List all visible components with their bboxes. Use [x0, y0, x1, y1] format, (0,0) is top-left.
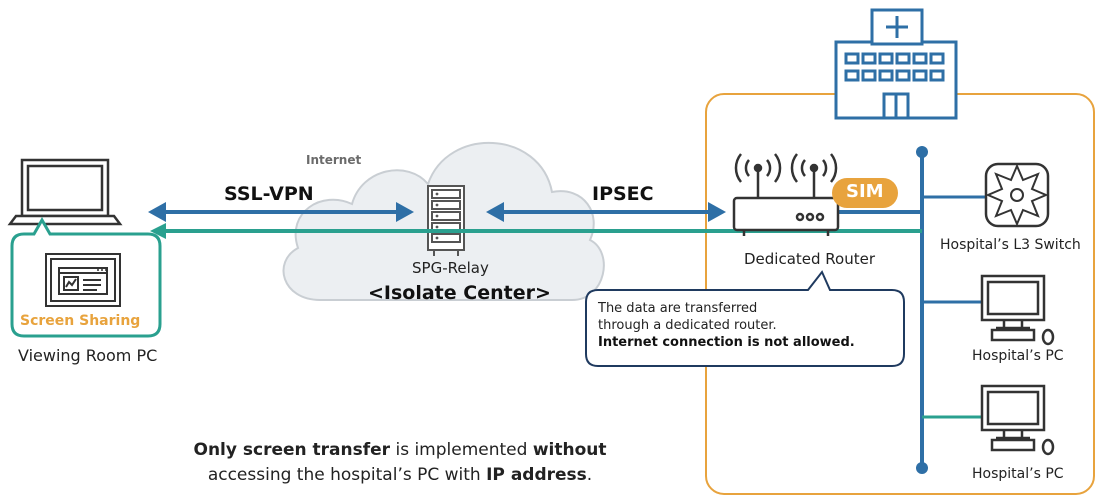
sim-badge: [832, 178, 898, 208]
dedicated-router-label: Dedicated Router: [744, 250, 876, 268]
footer-line2-start: accessing the hospital’s PC with: [207, 465, 487, 485]
ssl-vpn-label: SSL-VPN: [224, 183, 314, 205]
callout-line-3: Internet connection is not allowed.: [598, 335, 855, 350]
callout-text: The data are transferred through a dedic…: [598, 300, 855, 351]
sim-label: SIM: [846, 181, 884, 202]
laptop-icon: [7, 158, 123, 226]
footer-line2-bold: IP address: [486, 465, 587, 485]
viewing-room-pc-label: Viewing Room PC: [18, 346, 158, 365]
footer-line-2: accessing the hospital’s PC with IP addr…: [130, 463, 670, 488]
hospital-pc-1-label: Hospital’s PC: [972, 348, 1064, 364]
footer-note: Only screen transfer is implemented with…: [130, 438, 670, 488]
server-rack-icon: [427, 185, 465, 256]
hospital-pc-2-label: Hospital’s PC: [972, 466, 1064, 482]
callout-line-1: The data are transferred: [598, 301, 758, 316]
router-icon: [732, 153, 840, 236]
screen-sharing-label: Screen Sharing: [20, 313, 141, 329]
ipsec-label: IPSEC: [592, 183, 654, 205]
hospital-building-icon: [834, 8, 958, 120]
l3-switch-label: Hospital’s L3 Switch: [940, 237, 1081, 253]
shared-screen-icon: [45, 253, 121, 307]
hospital-pc-1-icon: [980, 274, 1055, 346]
hospital-pc-2-icon: [980, 384, 1055, 456]
footer-bold-b: without: [532, 440, 607, 460]
callout-line-2: through a dedicated router.: [598, 318, 777, 333]
spg-relay-label: SPG-Relay: [412, 259, 489, 277]
footer-line2-end: .: [586, 465, 593, 485]
footer-line-1: Only screen transfer is implemented with…: [130, 438, 670, 463]
callout-bubble: [585, 270, 905, 367]
isolate-center-label: <Isolate Center>: [368, 282, 551, 304]
ipsec-arrow: [486, 202, 726, 222]
footer-mid: is implemented: [390, 440, 533, 460]
footer-bold-a: Only screen transfer: [193, 440, 391, 460]
l3-switch-icon: [984, 162, 1050, 228]
internet-label: Internet: [306, 153, 362, 167]
ssl-vpn-arrow: [148, 202, 414, 222]
